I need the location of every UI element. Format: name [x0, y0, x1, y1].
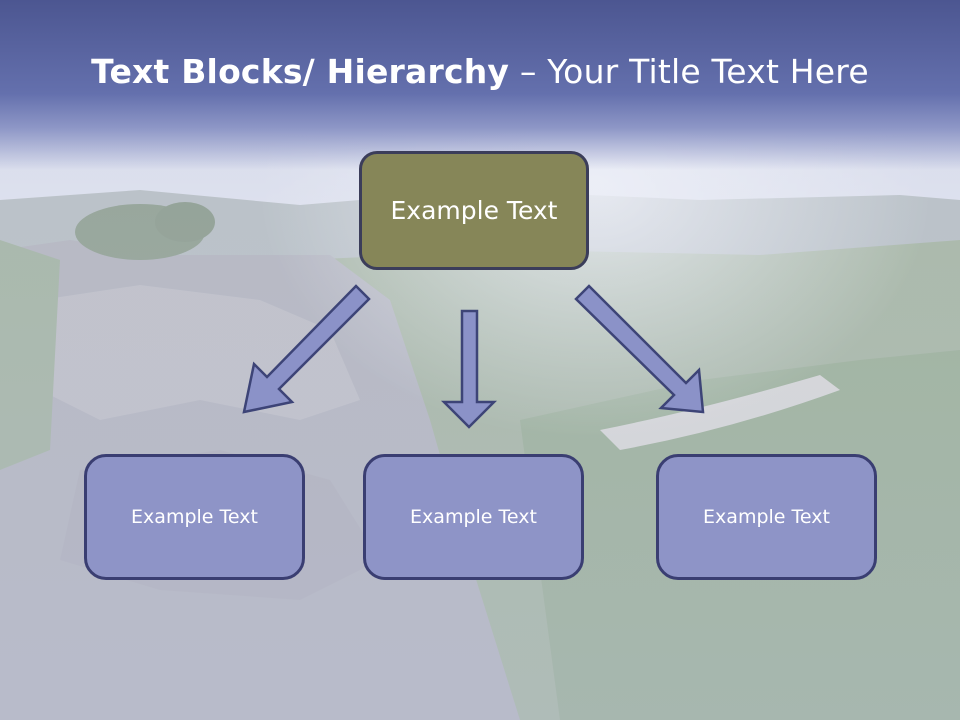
child-text-block-label: Example Text	[703, 506, 830, 528]
arrow-left	[242, 284, 371, 414]
child-text-block-label: Example Text	[131, 506, 258, 528]
root-text-block[interactable]: Example Text	[359, 151, 589, 270]
slide-title-rest: – Your Title Text Here	[509, 52, 869, 91]
slide-title-bold: Text Blocks/ Hierarchy	[91, 52, 510, 91]
child-text-block-label: Example Text	[410, 506, 537, 528]
slide-title: Text Blocks/ Hierarchy – Your Title Text…	[0, 52, 960, 91]
root-text-block-label: Example Text	[390, 196, 558, 225]
title-band	[0, 0, 960, 170]
arrow-right	[574, 284, 705, 414]
child-text-block-middle[interactable]: Example Text	[363, 454, 584, 580]
arrow-middle	[440, 309, 498, 429]
child-text-block-right[interactable]: Example Text	[656, 454, 877, 580]
child-text-block-left[interactable]: Example Text	[84, 454, 305, 580]
